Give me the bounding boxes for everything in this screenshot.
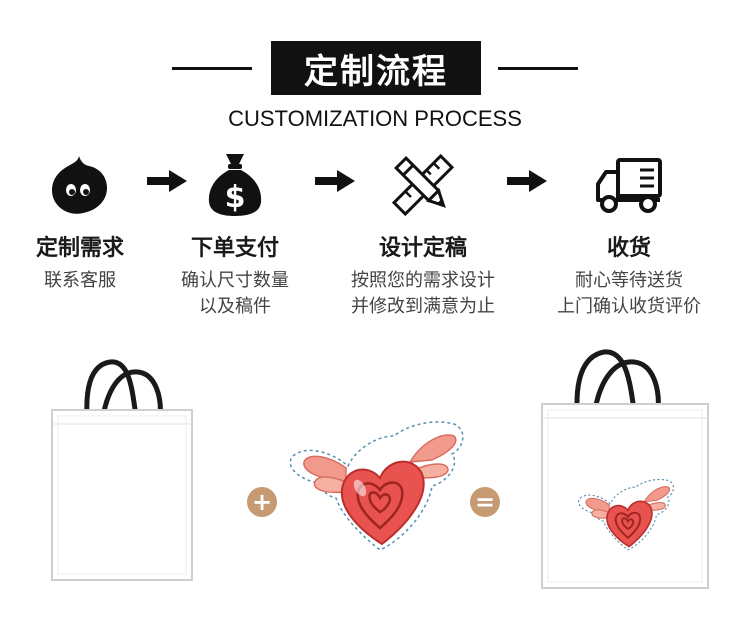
printed-bag xyxy=(541,349,709,589)
step-desc-3: 按照您的需求设计 并修改到满意为止 xyxy=(328,268,518,320)
section-subtitle: CUSTOMIZATION PROCESS xyxy=(228,106,522,131)
winged-heart-sticker xyxy=(289,421,464,551)
step-title-1: 定制需求 xyxy=(35,236,124,261)
step-desc-line: 按照您的需求设计 xyxy=(351,270,495,291)
delivery-truck-icon xyxy=(596,158,662,213)
step-desc-line: 以及稿件 xyxy=(199,296,271,317)
title-line-right xyxy=(498,67,578,70)
step-desc-1: 联系客服 xyxy=(0,268,175,294)
title-line-left xyxy=(172,67,252,70)
money-bag-icon: $ xyxy=(208,154,262,216)
step-desc-line: 耐心等待送货 xyxy=(575,270,683,291)
equals-icon: = xyxy=(470,487,500,517)
arrow-right-icon xyxy=(147,170,187,192)
step-title-2: 下单支付 xyxy=(190,236,279,261)
step-desc-line: 联系客服 xyxy=(44,270,116,291)
step-desc-line: 并修改到满意为止 xyxy=(351,296,495,317)
arrow-right-icon xyxy=(507,170,547,192)
step-desc-4: 耐心等待送货 上门确认收货评价 xyxy=(534,268,724,320)
plus-icon: + xyxy=(247,487,277,517)
step-title-4: 收货 xyxy=(606,236,651,261)
arrow-right-icon xyxy=(315,170,355,192)
step-title-3: 设计定稿 xyxy=(378,236,467,261)
design-tools-icon xyxy=(391,153,455,217)
step-desc-line: 上门确认收货评价 xyxy=(557,296,701,317)
svg-text:$: $ xyxy=(225,180,246,215)
chat-bubble-icon xyxy=(52,156,107,214)
step-desc-2: 确认尺寸数量 以及稿件 xyxy=(140,268,330,320)
blank-bag xyxy=(51,359,193,581)
section-title: 定制流程 xyxy=(271,41,481,95)
step-desc-line: 确认尺寸数量 xyxy=(181,270,289,291)
